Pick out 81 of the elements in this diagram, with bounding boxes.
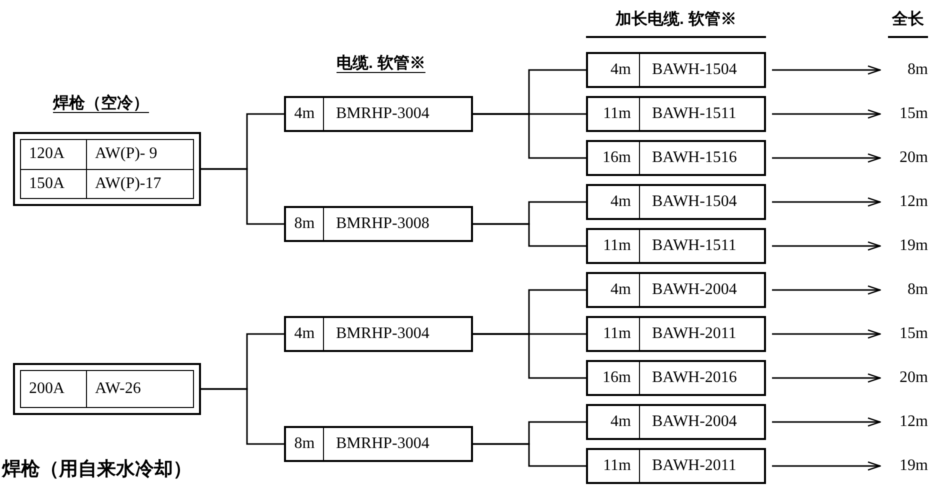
length-value: 11m [588,450,640,482]
torch-table-frame [13,132,201,206]
length-value: 4m [588,274,640,306]
total-length: 15m [884,323,928,345]
arrow [772,65,881,75]
cable-box [284,206,473,242]
arrow [772,373,881,383]
length-value: 11m [588,318,640,350]
length-value: 4m [588,406,640,438]
cable-box [284,426,473,462]
extension-cable-box [586,360,766,396]
length-value: 4m [286,98,324,130]
table-cell-text: AW-26 [94,379,142,399]
length-value: 4m [286,318,324,350]
connector-line [473,223,586,247]
length-value: 8m [286,428,324,460]
arrow [772,461,881,471]
arrow [772,153,881,163]
total-length: 12m [884,411,928,433]
model-number: BAWH-2016 [651,368,738,388]
model-number: BAWH-1511 [651,104,738,124]
cable-box [284,96,473,132]
arrow [772,329,881,339]
total-length: 20m [884,367,928,389]
length-value: 4m [588,54,640,86]
extension-cable-box [586,52,766,88]
table-cell-text: AW(P)- 9 [94,144,158,164]
connector-line [473,443,586,467]
total-length: 20m [884,147,928,169]
arrow [772,241,881,251]
table-cell-text: AW(P)-17 [94,174,162,194]
total-length: 12m [884,191,928,213]
connector-line [201,388,284,445]
arrow [772,109,881,119]
extension-cable-box [586,316,766,352]
torch-table-frame [13,363,201,415]
connector-line [473,333,586,379]
model-number: BMRHP-3004 [335,324,430,344]
model-number: BAWH-2011 [651,324,738,344]
extension-cable-box [586,228,766,264]
model-number: BAWH-1504 [651,192,738,212]
total-length: 19m [884,235,928,257]
total-length: 19m [884,455,928,477]
extension-cable-box [586,448,766,484]
length-value: 11m [588,230,640,262]
length-value: 11m [588,98,640,130]
model-number: BMRHP-3004 [335,434,430,454]
model-number: BAWH-1504 [651,60,738,80]
column-heading: 电缆. 软管※ [336,54,426,74]
total-length: 15m [884,103,928,125]
model-number: BMRHP-3008 [335,214,430,234]
model-number: BAWH-2011 [651,456,738,476]
extension-cable-box [586,404,766,440]
length-value: 8m [286,208,324,240]
table-cell: 150A [21,170,87,198]
table-cell: 200A [21,371,87,407]
connector-line [473,113,586,159]
column-heading: 焊枪（空冷） [52,93,150,114]
arrow [772,417,881,427]
model-number: BAWH-1516 [651,148,738,168]
model-number: BAWH-2004 [651,280,738,300]
length-value: 16m [588,362,640,394]
model-number: BMRHP-3004 [335,104,430,124]
extension-cable-box [586,96,766,132]
model-number: BAWH-2004 [651,412,738,432]
arrow [772,285,881,295]
column-heading: 全长 [888,8,928,38]
cable-box [284,316,473,352]
extension-cable-box [586,272,766,308]
extension-cable-box [586,140,766,176]
arrow [772,197,881,207]
total-length: 8m [884,279,928,301]
extension-cable-box [586,184,766,220]
length-value: 16m [588,142,640,174]
column-heading: 焊枪（用自来水冷却） [2,458,192,482]
column-heading: 加长电缆. 软管※ [586,8,766,38]
length-value: 4m [588,186,640,218]
model-number: BAWH-1511 [651,236,738,256]
table-cell: 120A [21,140,87,168]
connector-line [201,168,284,225]
total-length: 8m [884,59,928,81]
